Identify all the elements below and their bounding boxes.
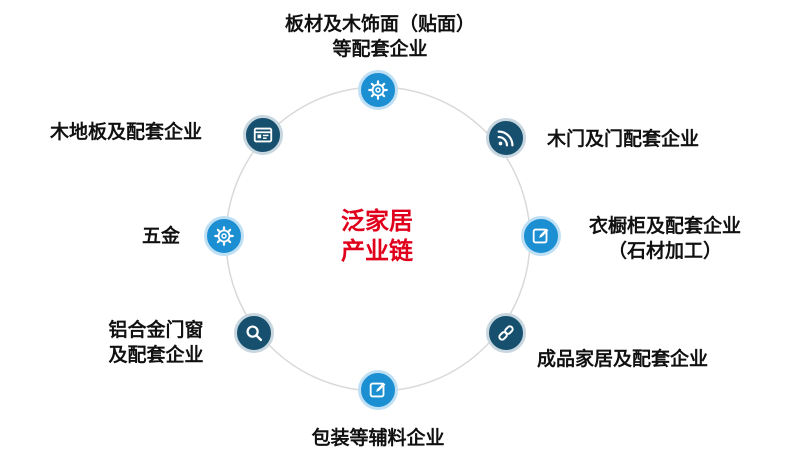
label-lower-right: 成品家居及配套企业 bbox=[537, 347, 708, 372]
center-title-line-2: 产业链 bbox=[341, 237, 413, 265]
node-upper-left bbox=[243, 115, 283, 155]
label-top: 板材及木饰面（贴面） 等配套企业 bbox=[270, 12, 490, 62]
label-lower-right-line-1: 成品家居及配套企业 bbox=[537, 348, 709, 370]
link-icon bbox=[498, 325, 514, 341]
rss-icon bbox=[497, 130, 514, 147]
label-top-line-2: 等配套企业 bbox=[332, 38, 428, 60]
label-lower-left-line-1: 铝合金门窗 bbox=[108, 319, 204, 341]
label-right: 衣橱柜及配套企业 （石材加工） bbox=[570, 214, 760, 264]
label-right-line-2: （石材加工） bbox=[607, 240, 722, 262]
edit-icon bbox=[532, 228, 549, 244]
center-title-line-1: 泛家居 bbox=[341, 207, 413, 235]
node-bottom bbox=[358, 370, 398, 410]
label-top-line-1: 板材及木饰面（贴面） bbox=[284, 13, 475, 35]
label-left-line-1: 五金 bbox=[142, 225, 181, 247]
label-left: 五金 bbox=[142, 224, 180, 249]
label-upper-right-line-1: 木门及门配套企业 bbox=[547, 128, 700, 150]
node-lower-left bbox=[234, 313, 274, 353]
label-lower-left-line-2: 及配套企业 bbox=[108, 344, 204, 366]
label-upper-left-line-1: 木地板及配套企业 bbox=[50, 121, 203, 143]
center-title: 泛家居 产业链 bbox=[317, 206, 437, 266]
label-lower-left: 铝合金门窗 及配套企业 bbox=[96, 318, 216, 368]
gear-icon bbox=[214, 226, 234, 246]
node-left bbox=[204, 216, 244, 256]
node-top bbox=[358, 70, 398, 110]
edit-icon bbox=[369, 382, 386, 398]
node-right bbox=[521, 216, 561, 256]
node-upper-right bbox=[486, 118, 526, 158]
search-icon bbox=[246, 325, 263, 342]
label-bottom: 包装等辅料企业 bbox=[298, 426, 458, 451]
id-card-icon bbox=[253, 127, 273, 143]
node-lower-right bbox=[486, 313, 526, 353]
label-right-line-1: 衣橱柜及配套企业 bbox=[588, 215, 741, 237]
label-bottom-line-1: 包装等辅料企业 bbox=[311, 427, 445, 449]
gear-icon bbox=[368, 80, 388, 100]
label-upper-right: 木门及门配套企业 bbox=[547, 127, 699, 152]
label-upper-left: 木地板及配套企业 bbox=[50, 120, 202, 145]
